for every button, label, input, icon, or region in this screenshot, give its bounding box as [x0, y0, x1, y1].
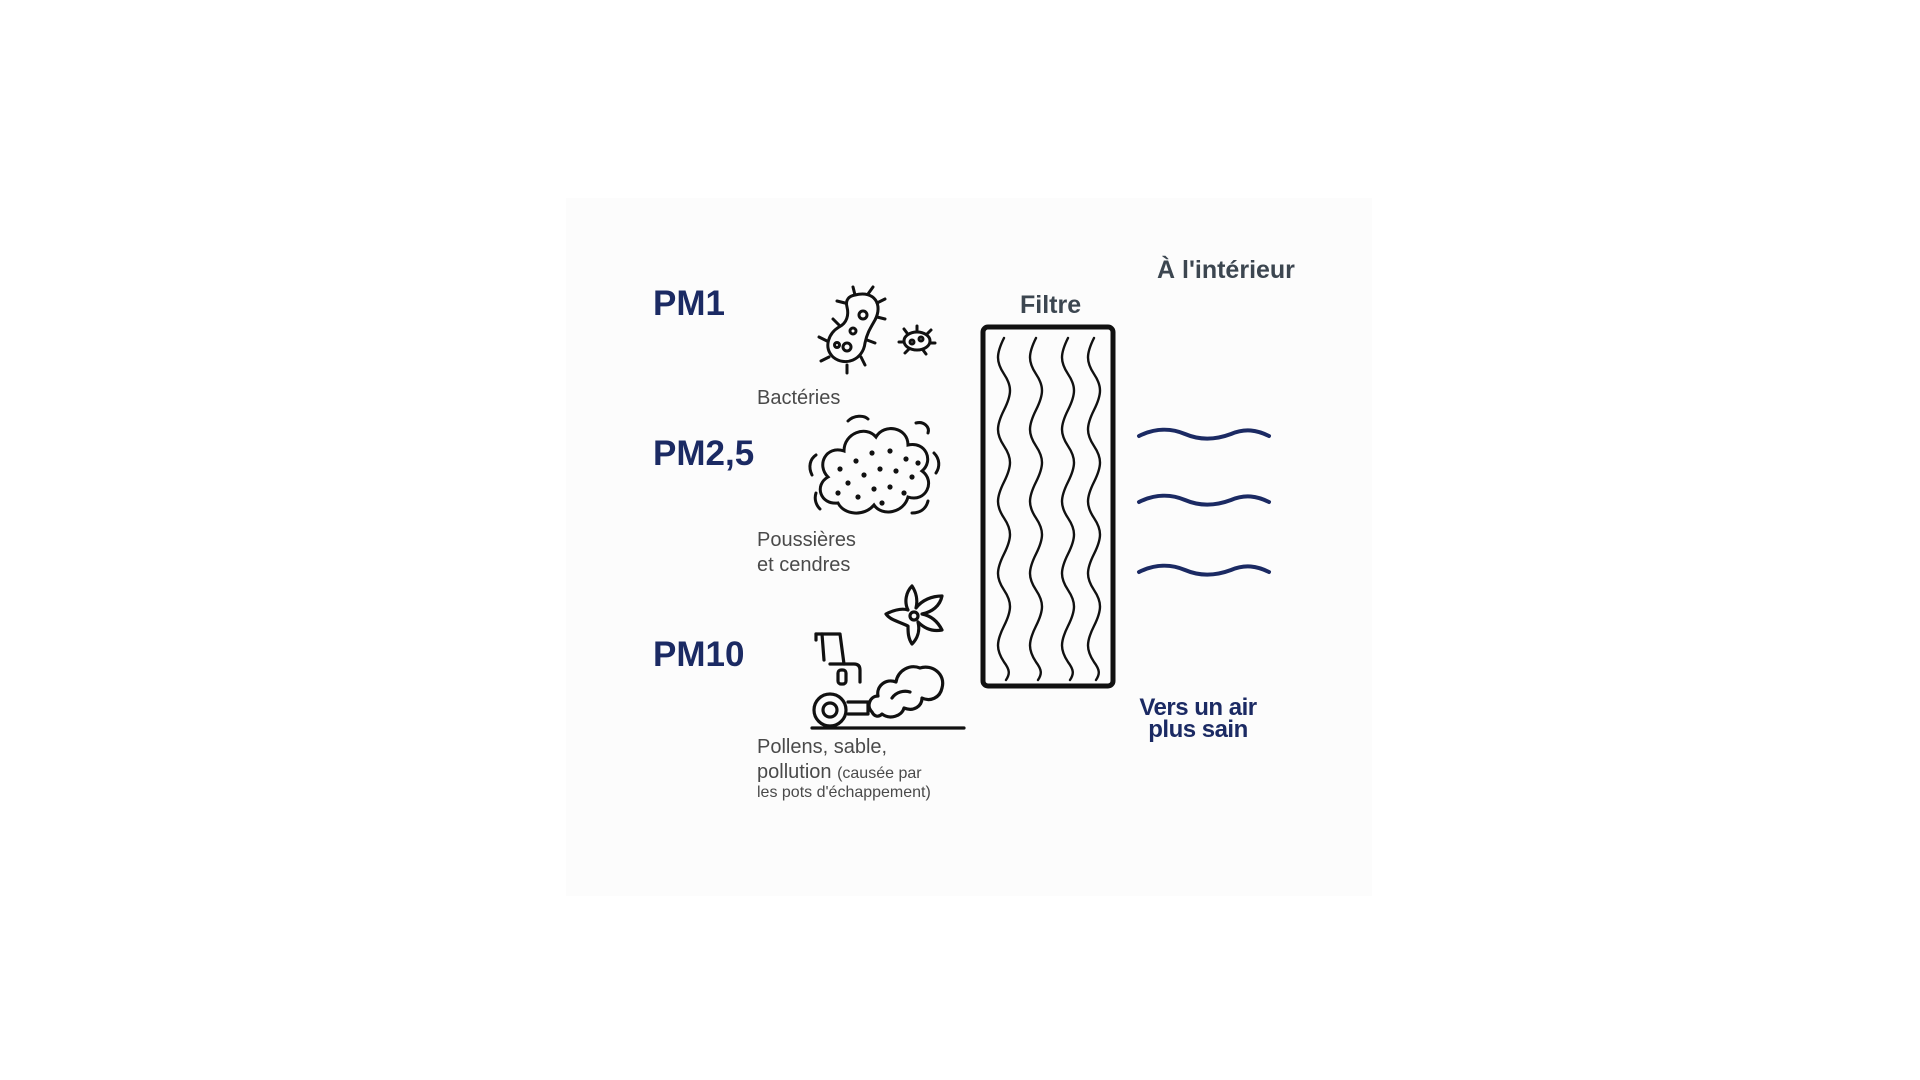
filter-heading: Filtre: [1020, 291, 1082, 319]
pm1-label: PM1: [653, 284, 725, 323]
healthy-air-label: Vers un air plus sain: [1139, 694, 1257, 743]
pollen-car-exhaust-icon: [810, 584, 966, 730]
dust-cloud-icon: [808, 414, 941, 515]
bacteria-caption: Bactéries: [757, 387, 841, 409]
air-wave-icon: [1137, 427, 1271, 577]
filter-icon: [980, 324, 1116, 689]
bacteria-icon: [817, 285, 937, 375]
dust-caption: Poussières et cendres: [757, 529, 856, 576]
indoor-heading: À l'intérieur: [1157, 256, 1295, 284]
pollen-caption: Pollens, sable, pollution (causée par: [757, 736, 922, 783]
pollen-caption-small: les pots d'échappement): [757, 784, 931, 801]
pm25-label: PM2,5: [653, 434, 755, 473]
diagram-panel: [566, 198, 1372, 896]
pm10-label: PM10: [653, 635, 745, 674]
